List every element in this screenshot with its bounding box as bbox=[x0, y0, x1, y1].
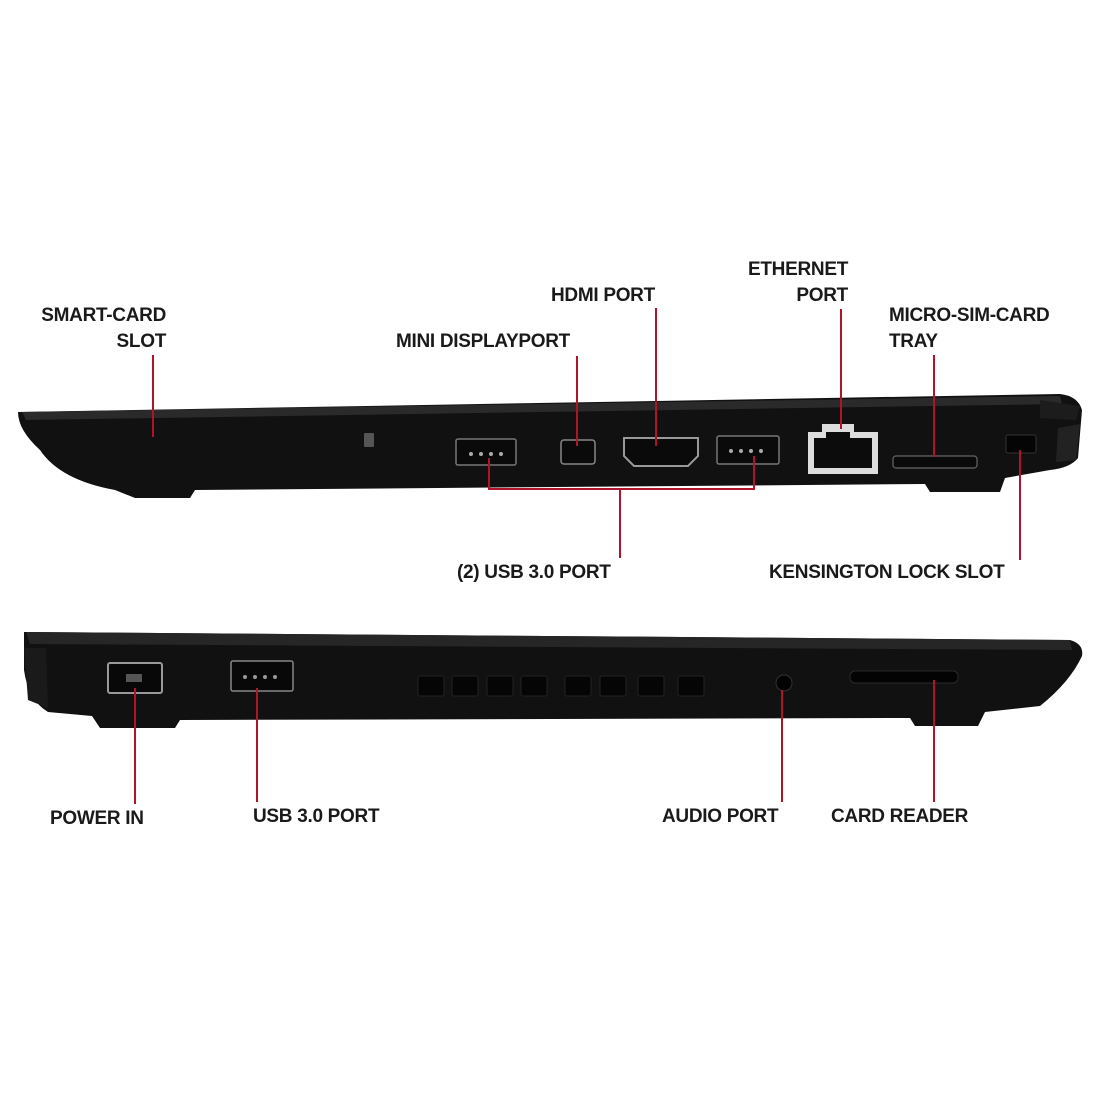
leader-power-in bbox=[134, 688, 136, 804]
leader-ethernet bbox=[840, 309, 842, 429]
leader-smart-card bbox=[152, 355, 154, 437]
leader-hdmi bbox=[655, 308, 657, 446]
label-usb-port: USB 3.0 PORT bbox=[253, 806, 380, 827]
label-power-in: POWER IN bbox=[50, 808, 144, 829]
laptop-right-side-view bbox=[18, 394, 1082, 498]
label-line-2: TRAY bbox=[889, 331, 938, 352]
leader-kensington bbox=[1019, 450, 1021, 560]
label-card-reader: CARD READER bbox=[831, 806, 969, 827]
label-line-1: ETHERNET bbox=[748, 259, 848, 280]
label-line-1: MICRO-SIM-CARD bbox=[889, 305, 1050, 326]
leader-usb-stem bbox=[619, 488, 621, 558]
leader-card-reader bbox=[933, 680, 935, 802]
laptop-left-side-view bbox=[24, 632, 1083, 728]
label-mini-displayport: MINI DISPLAYPORT bbox=[396, 331, 570, 352]
label-hdmi-port: HDMI PORT bbox=[551, 285, 655, 306]
label-micro-sim-tray: MICRO-SIM-CARD TRAY bbox=[889, 303, 1050, 355]
label-line-1: SMART-CARD bbox=[41, 305, 166, 326]
leader-micro-sim bbox=[933, 355, 935, 457]
label-line-2: SLOT bbox=[116, 331, 167, 352]
label-usb-ports: (2) USB 3.0 PORT bbox=[457, 562, 611, 583]
leader-usb-port bbox=[256, 688, 258, 802]
label-audio-port: AUDIO PORT bbox=[662, 806, 779, 827]
label-ethernet-port: ETHERNET PORT bbox=[730, 257, 848, 309]
leader-audio bbox=[781, 690, 783, 802]
leader-usb-left bbox=[488, 458, 490, 490]
label-line-2: PORT bbox=[796, 285, 848, 306]
leader-usb-right bbox=[753, 456, 755, 490]
label-kensington-lock: KENSINGTON LOCK SLOT bbox=[769, 562, 1005, 583]
leader-mini-displayport bbox=[576, 356, 578, 446]
leader-usb-bracket bbox=[488, 488, 755, 490]
label-smart-card-slot: SMART-CARD SLOT bbox=[20, 303, 166, 355]
